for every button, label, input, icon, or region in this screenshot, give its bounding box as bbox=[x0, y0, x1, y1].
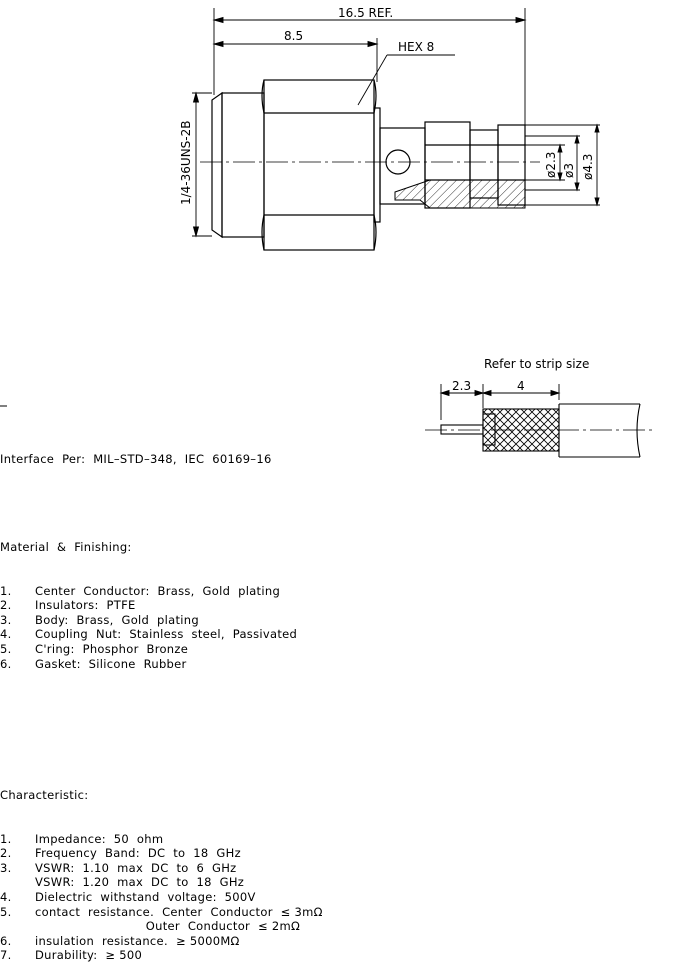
hex-label: HEX 8 bbox=[398, 40, 434, 54]
dimension-overall bbox=[212, 8, 527, 128]
characteristic-item: 5. contact resistance․ Center Conductor ≤… bbox=[0, 905, 323, 920]
body-length-label: 8.5 bbox=[284, 29, 303, 43]
characteristic-item-number: 3. bbox=[0, 860, 12, 875]
strip-dim-2: 4 bbox=[517, 379, 525, 393]
characteristic-item-text: Dielectric withstand voltage: 500V bbox=[35, 890, 256, 904]
material-item-number: 2. bbox=[0, 598, 12, 613]
hatched-section bbox=[394, 179, 526, 209]
thread-label: 1/4-36UNS-2B bbox=[179, 121, 193, 206]
characteristic-item: 6. insulation resistance․ ≥ 5000MΩ bbox=[0, 934, 323, 949]
characteristic-item-text: Outer Conductor ≤ 2mΩ bbox=[35, 919, 301, 934]
characteristic-item-number: 1. bbox=[0, 831, 12, 846]
cable-strip bbox=[440, 403, 641, 458]
material-item-number: 3. bbox=[0, 612, 12, 627]
characteristic-title: Characteristic: bbox=[0, 787, 89, 802]
characteristic-item: VSWR: 1.20 max DC to 18 GHz bbox=[0, 875, 323, 890]
specifications: Interface Per: MIL–STD–348, IEC 60169–16… bbox=[0, 423, 323, 978]
characteristic-item-text: insulation resistance․ ≥ 5000MΩ bbox=[35, 933, 240, 948]
material-item-text: Center Conductor: Brass, Gold plating bbox=[35, 583, 281, 598]
characteristic-item: 4. Dielectric withstand voltage: 500V bbox=[0, 890, 323, 905]
dimension-thread bbox=[192, 91, 212, 238]
material-item: 4. Coupling Nut: Stainless steel, Passiva… bbox=[0, 627, 323, 642]
material-item-text: C'ring: Phosphor Bronze bbox=[35, 641, 189, 656]
characteristic-item-text: VSWR: 1.20 max DC to 18 GHz bbox=[35, 875, 245, 890]
characteristic-item-text: Frequency Band: DC to 18 GHz bbox=[35, 846, 241, 861]
material-item: 5. C'ring: Phosphor Bronze bbox=[0, 642, 323, 657]
material-item-text: Gasket: Silicone Rubber bbox=[35, 656, 187, 671]
characteristic-item-text: contact resistance․ Center Conductor ≤ 3… bbox=[35, 904, 323, 919]
material-item-number: 6. bbox=[0, 656, 12, 671]
characteristics-list: 1. Impedance: 50 ohm 2. Frequency Band: DC … bbox=[0, 832, 323, 963]
characteristic-item-text: Impedance: 50 ohm bbox=[35, 831, 164, 846]
characteristic-item-number: 2. bbox=[0, 846, 12, 861]
interface-line: Interface Per: MIL–STD–348, IEC 60169–16 bbox=[0, 452, 272, 467]
material-item-text: Insulators: PTFE bbox=[35, 598, 136, 613]
characteristic-item: 1. Impedance: 50 ohm bbox=[0, 832, 323, 847]
characteristic-item-text: Durability: ≥ 500 bbox=[35, 948, 143, 963]
characteristic-item-number: 4. bbox=[0, 890, 12, 904]
overall-length-label: 16.5 REF. bbox=[338, 6, 393, 20]
diameter-dimensions bbox=[525, 123, 600, 207]
material-item: 3. Body: Brass, Gold plating bbox=[0, 613, 323, 628]
characteristic-item: Outer Conductor ≤ 2mΩ bbox=[0, 919, 323, 934]
strip-title: Refer to strip size bbox=[484, 357, 589, 371]
characteristic-item-number: 5. bbox=[0, 904, 12, 919]
diameter-label-2: ø3 bbox=[562, 163, 576, 178]
strip-dimensions bbox=[439, 384, 561, 420]
strip-dim-1: 2.3 bbox=[452, 379, 471, 393]
material-item: 2. Insulators: PTFE bbox=[0, 598, 323, 613]
characteristic-item: 2. Frequency Band: DC to 18 GHz bbox=[0, 846, 323, 861]
characteristic-item: 7. Durability: ≥ 500 bbox=[0, 948, 323, 963]
material-item-text: Body: Brass, Gold plating bbox=[35, 612, 199, 627]
material-item-text: Coupling Nut: Stainless steel, Passivate… bbox=[35, 627, 298, 642]
material-item: 1. Center Conductor: Brass, Gold plating bbox=[0, 584, 323, 599]
diameter-label-1: ø2.3 bbox=[544, 152, 558, 178]
material-item-number: 4. bbox=[0, 627, 12, 642]
material-title: Material & Finishing: bbox=[0, 539, 132, 554]
material-item: 6. Gasket: Silicone Rubber bbox=[0, 657, 323, 672]
connector-body bbox=[211, 79, 526, 251]
material-item-number: 1. bbox=[0, 583, 12, 598]
characteristic-item-number: 6. bbox=[0, 933, 12, 948]
characteristic-item: 3. VSWR: 1.10 max DC to 6 GHz bbox=[0, 861, 323, 876]
dimension-body bbox=[212, 38, 379, 82]
material-item-number: 5. bbox=[0, 641, 12, 656]
characteristic-item-number: 7. bbox=[0, 948, 12, 963]
characteristic-item-text: VSWR: 1.10 max DC to 6 GHz bbox=[35, 860, 237, 875]
diameter-label-3: ø4.3 bbox=[581, 154, 595, 180]
connector-drawing: 16.5 REF. 8.5 HEX 8 1/4-36UNS-2B bbox=[0, 6, 655, 458]
